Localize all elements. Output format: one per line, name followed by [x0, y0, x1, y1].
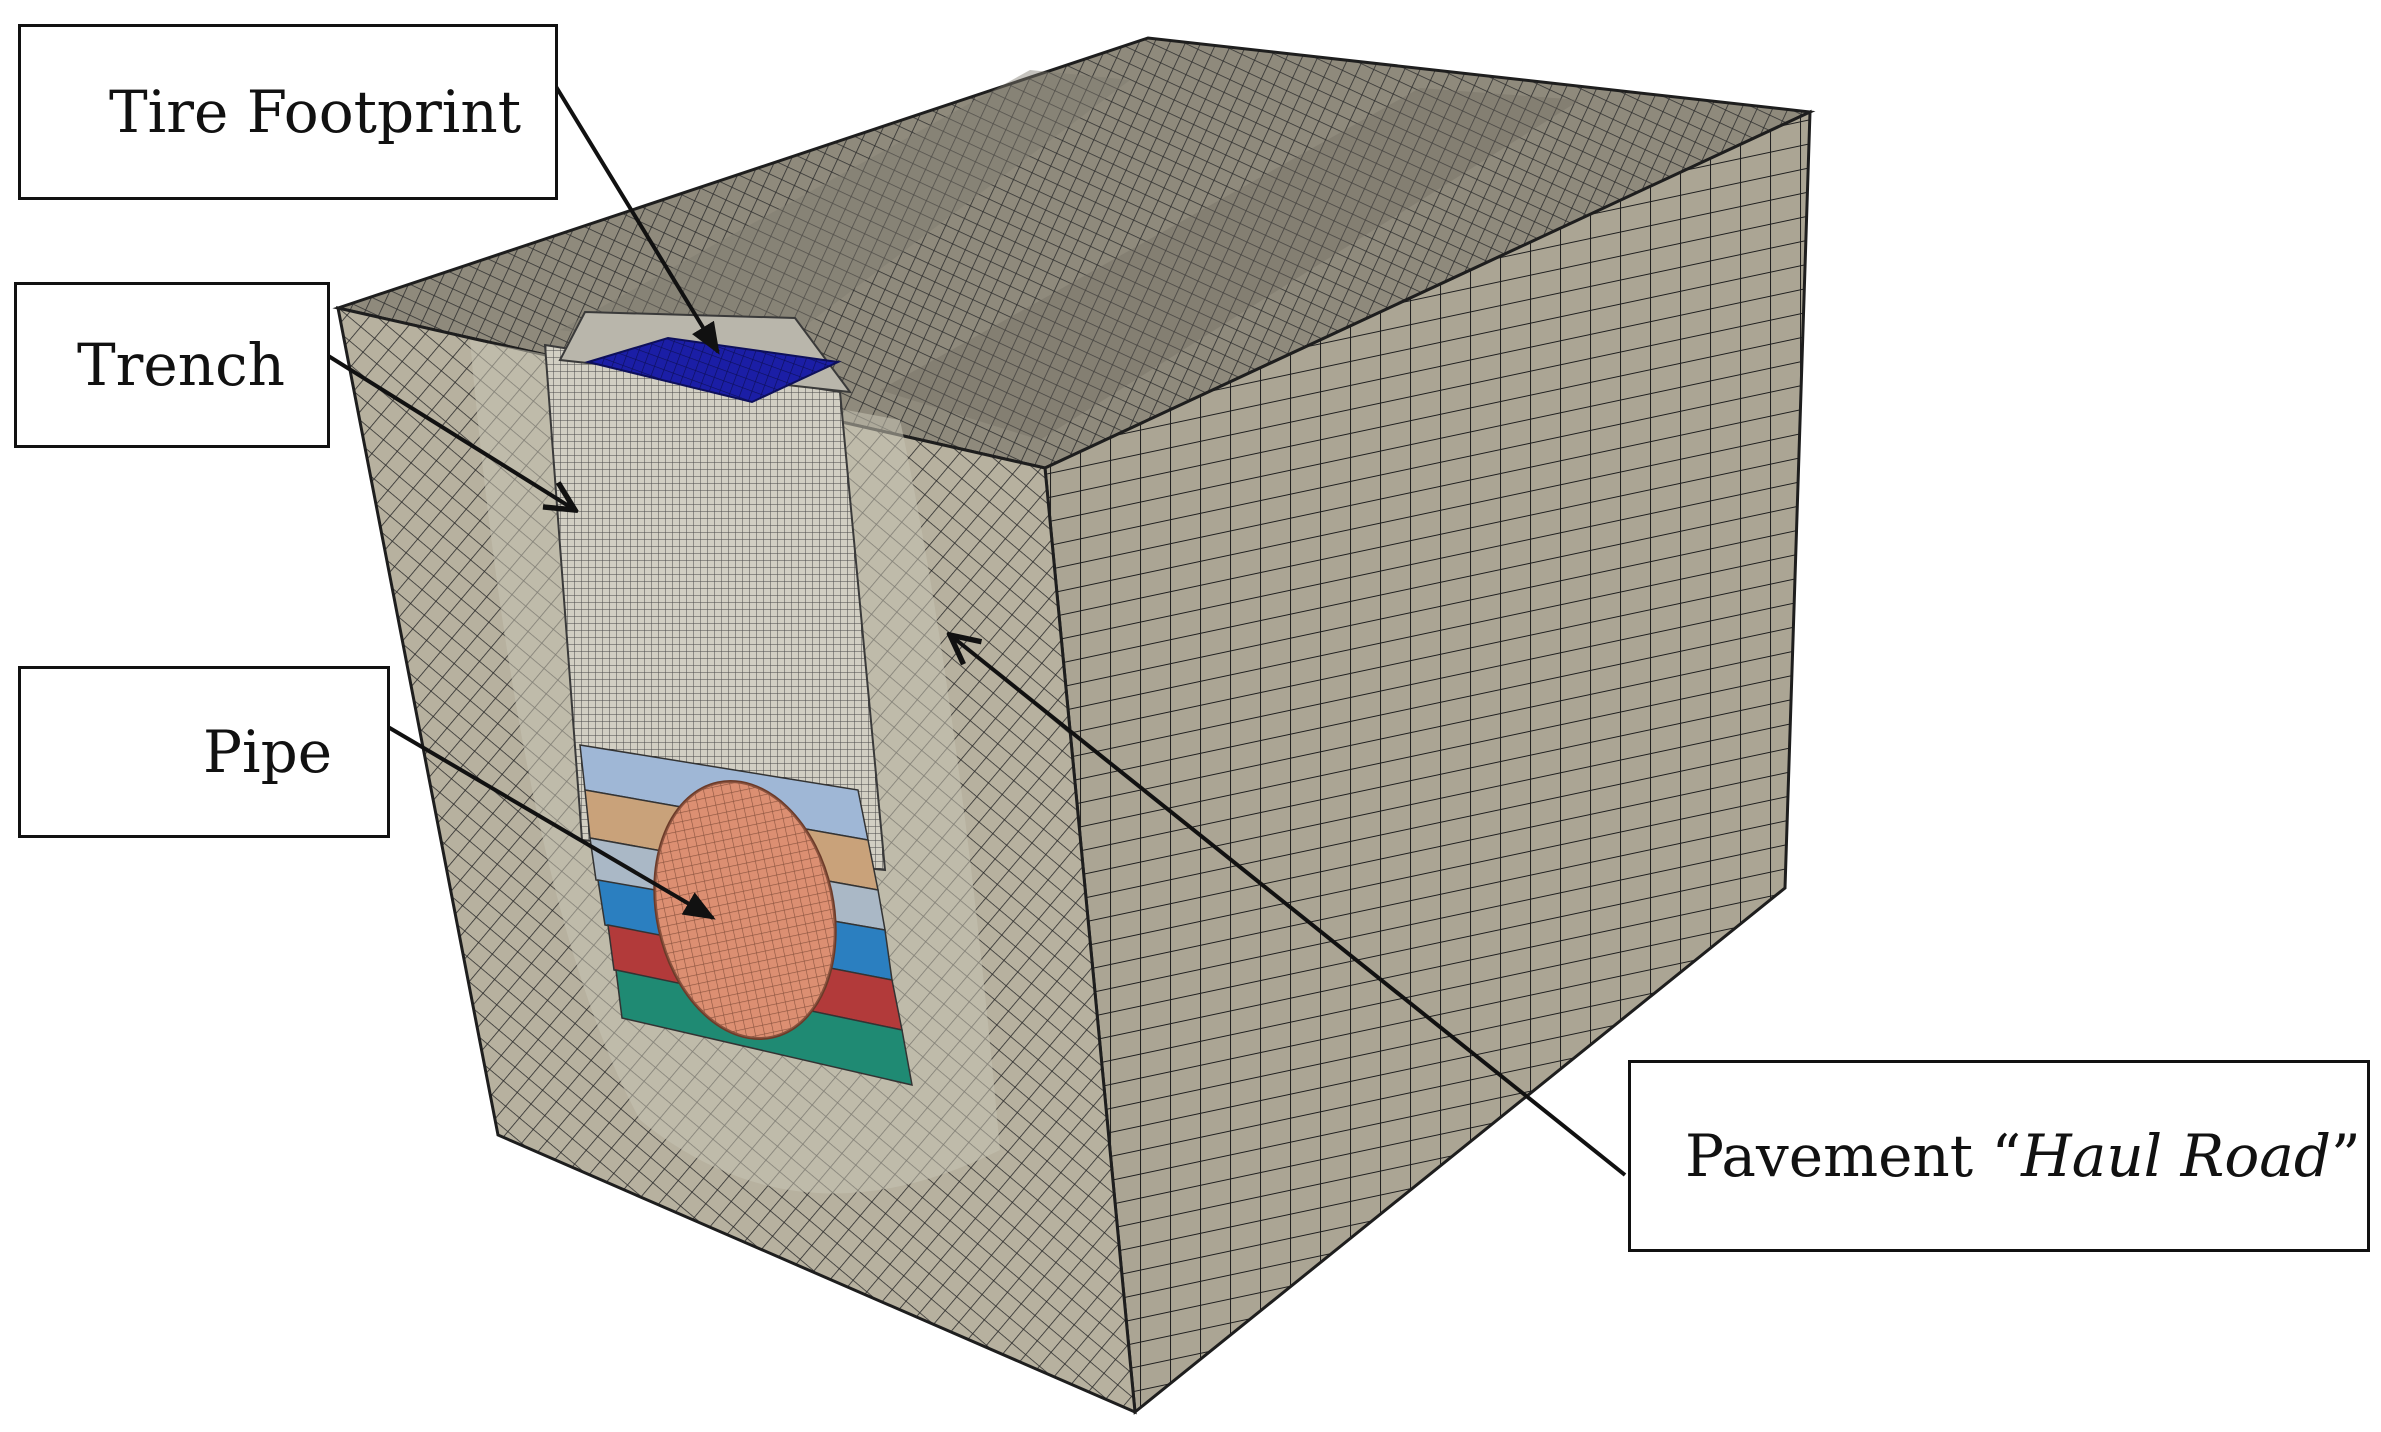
pavement-band-right: [880, 88, 1580, 440]
pavement-band-left: [560, 70, 1130, 360]
trench-label-box: Trench: [14, 282, 330, 448]
pavement-label-prefix: Pavement “: [1685, 1122, 2022, 1190]
arrow-pavement: [950, 635, 1627, 1177]
pipe-end-highlight: [654, 781, 836, 1039]
tire-footprint-label: Tire Footprint: [109, 78, 522, 146]
trench-label: Trench: [77, 331, 285, 399]
arrow-pipe: [386, 725, 716, 920]
pavement-label-italic: Haul Road: [2021, 1122, 2331, 1190]
pavement-label-box: Pavement “Haul Road”: [1628, 1060, 2370, 1252]
pipe-label: Pipe: [203, 718, 333, 786]
pipe-label-box: Pipe: [18, 666, 390, 838]
tire-footprint-patch: [584, 336, 842, 404]
tire-footprint-label-box: Tire Footprint: [18, 24, 558, 200]
arrow-tire-footprint: [553, 83, 720, 355]
pavement-label-suffix: ”: [2330, 1122, 2361, 1190]
arrow-trench: [320, 350, 575, 510]
pipe-body: [653, 780, 837, 1040]
pavement-label: Pavement “Haul Road”: [1685, 1122, 2361, 1190]
